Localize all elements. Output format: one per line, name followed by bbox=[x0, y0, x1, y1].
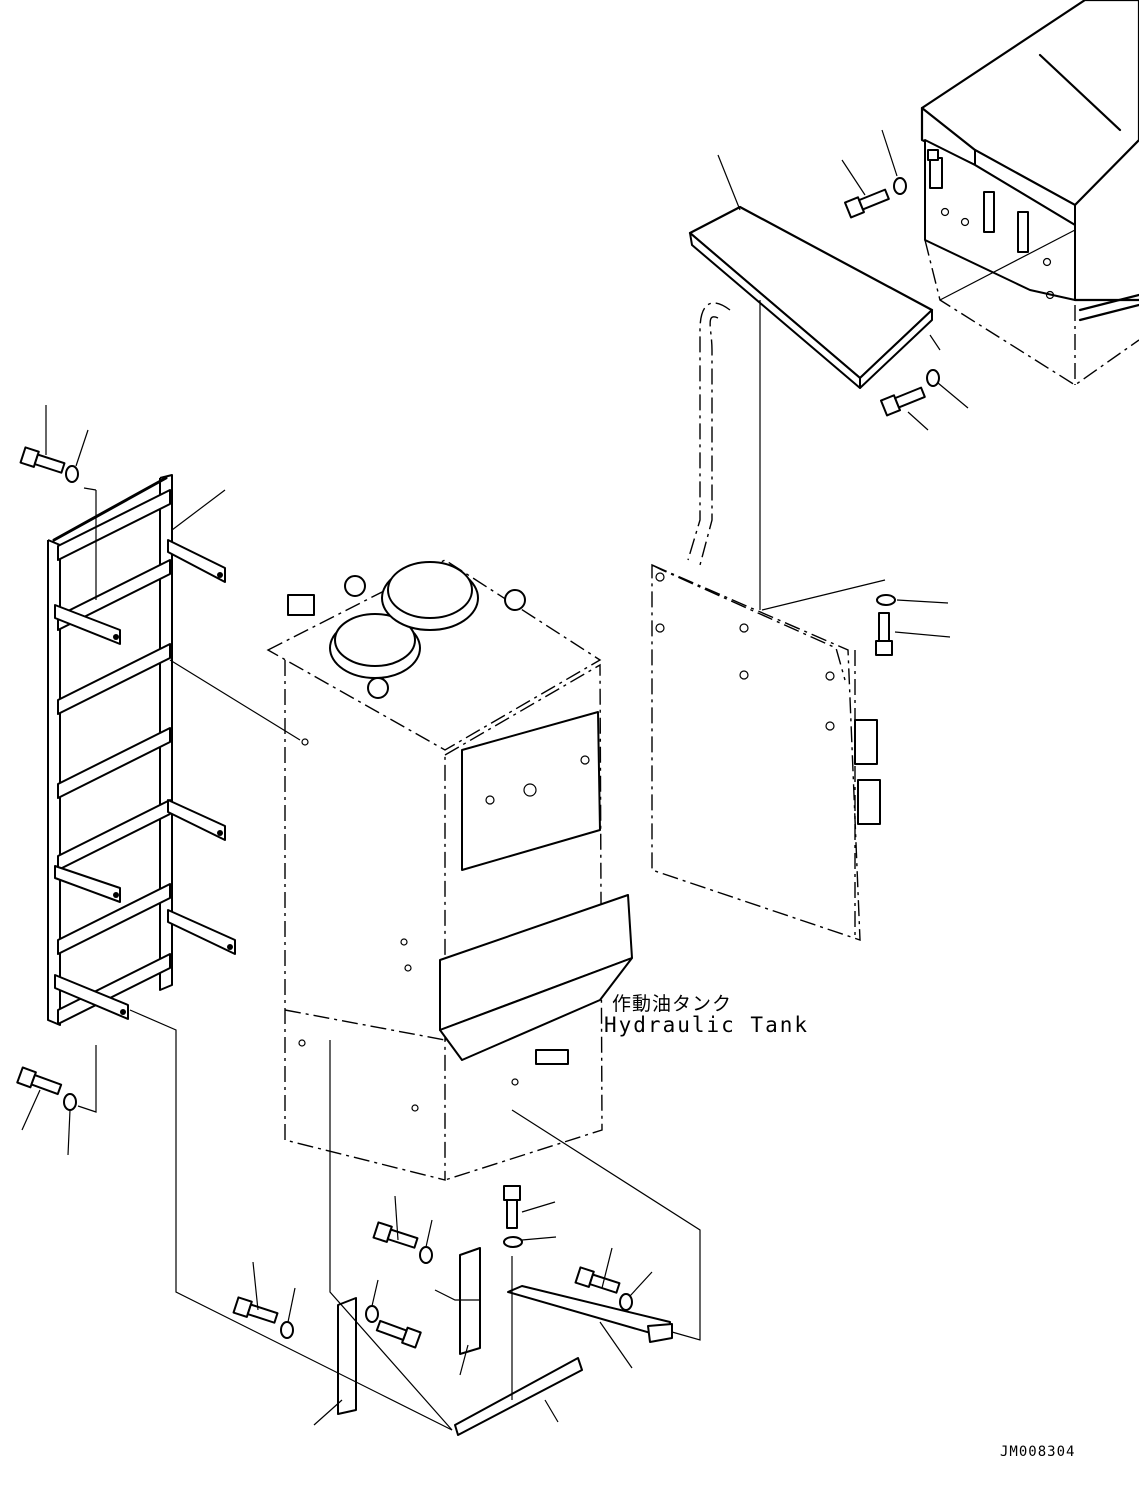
bolts-and-washers bbox=[16, 177, 940, 1349]
lower-brackets bbox=[337, 1247, 673, 1436]
step-support-bracket bbox=[651, 300, 886, 941]
step-plate bbox=[688, 205, 934, 389]
leader-lines bbox=[21, 129, 1076, 1431]
tank-name-english: Hydraulic Tank bbox=[604, 1013, 810, 1037]
tank-name-japanese: 作動油タンク bbox=[612, 993, 733, 1015]
ladder bbox=[47, 474, 236, 1026]
hydraulic-tank bbox=[266, 559, 633, 1181]
drawing-number: JM008304 bbox=[1000, 1444, 1076, 1460]
upper-cover-assembly bbox=[920, 0, 1139, 386]
